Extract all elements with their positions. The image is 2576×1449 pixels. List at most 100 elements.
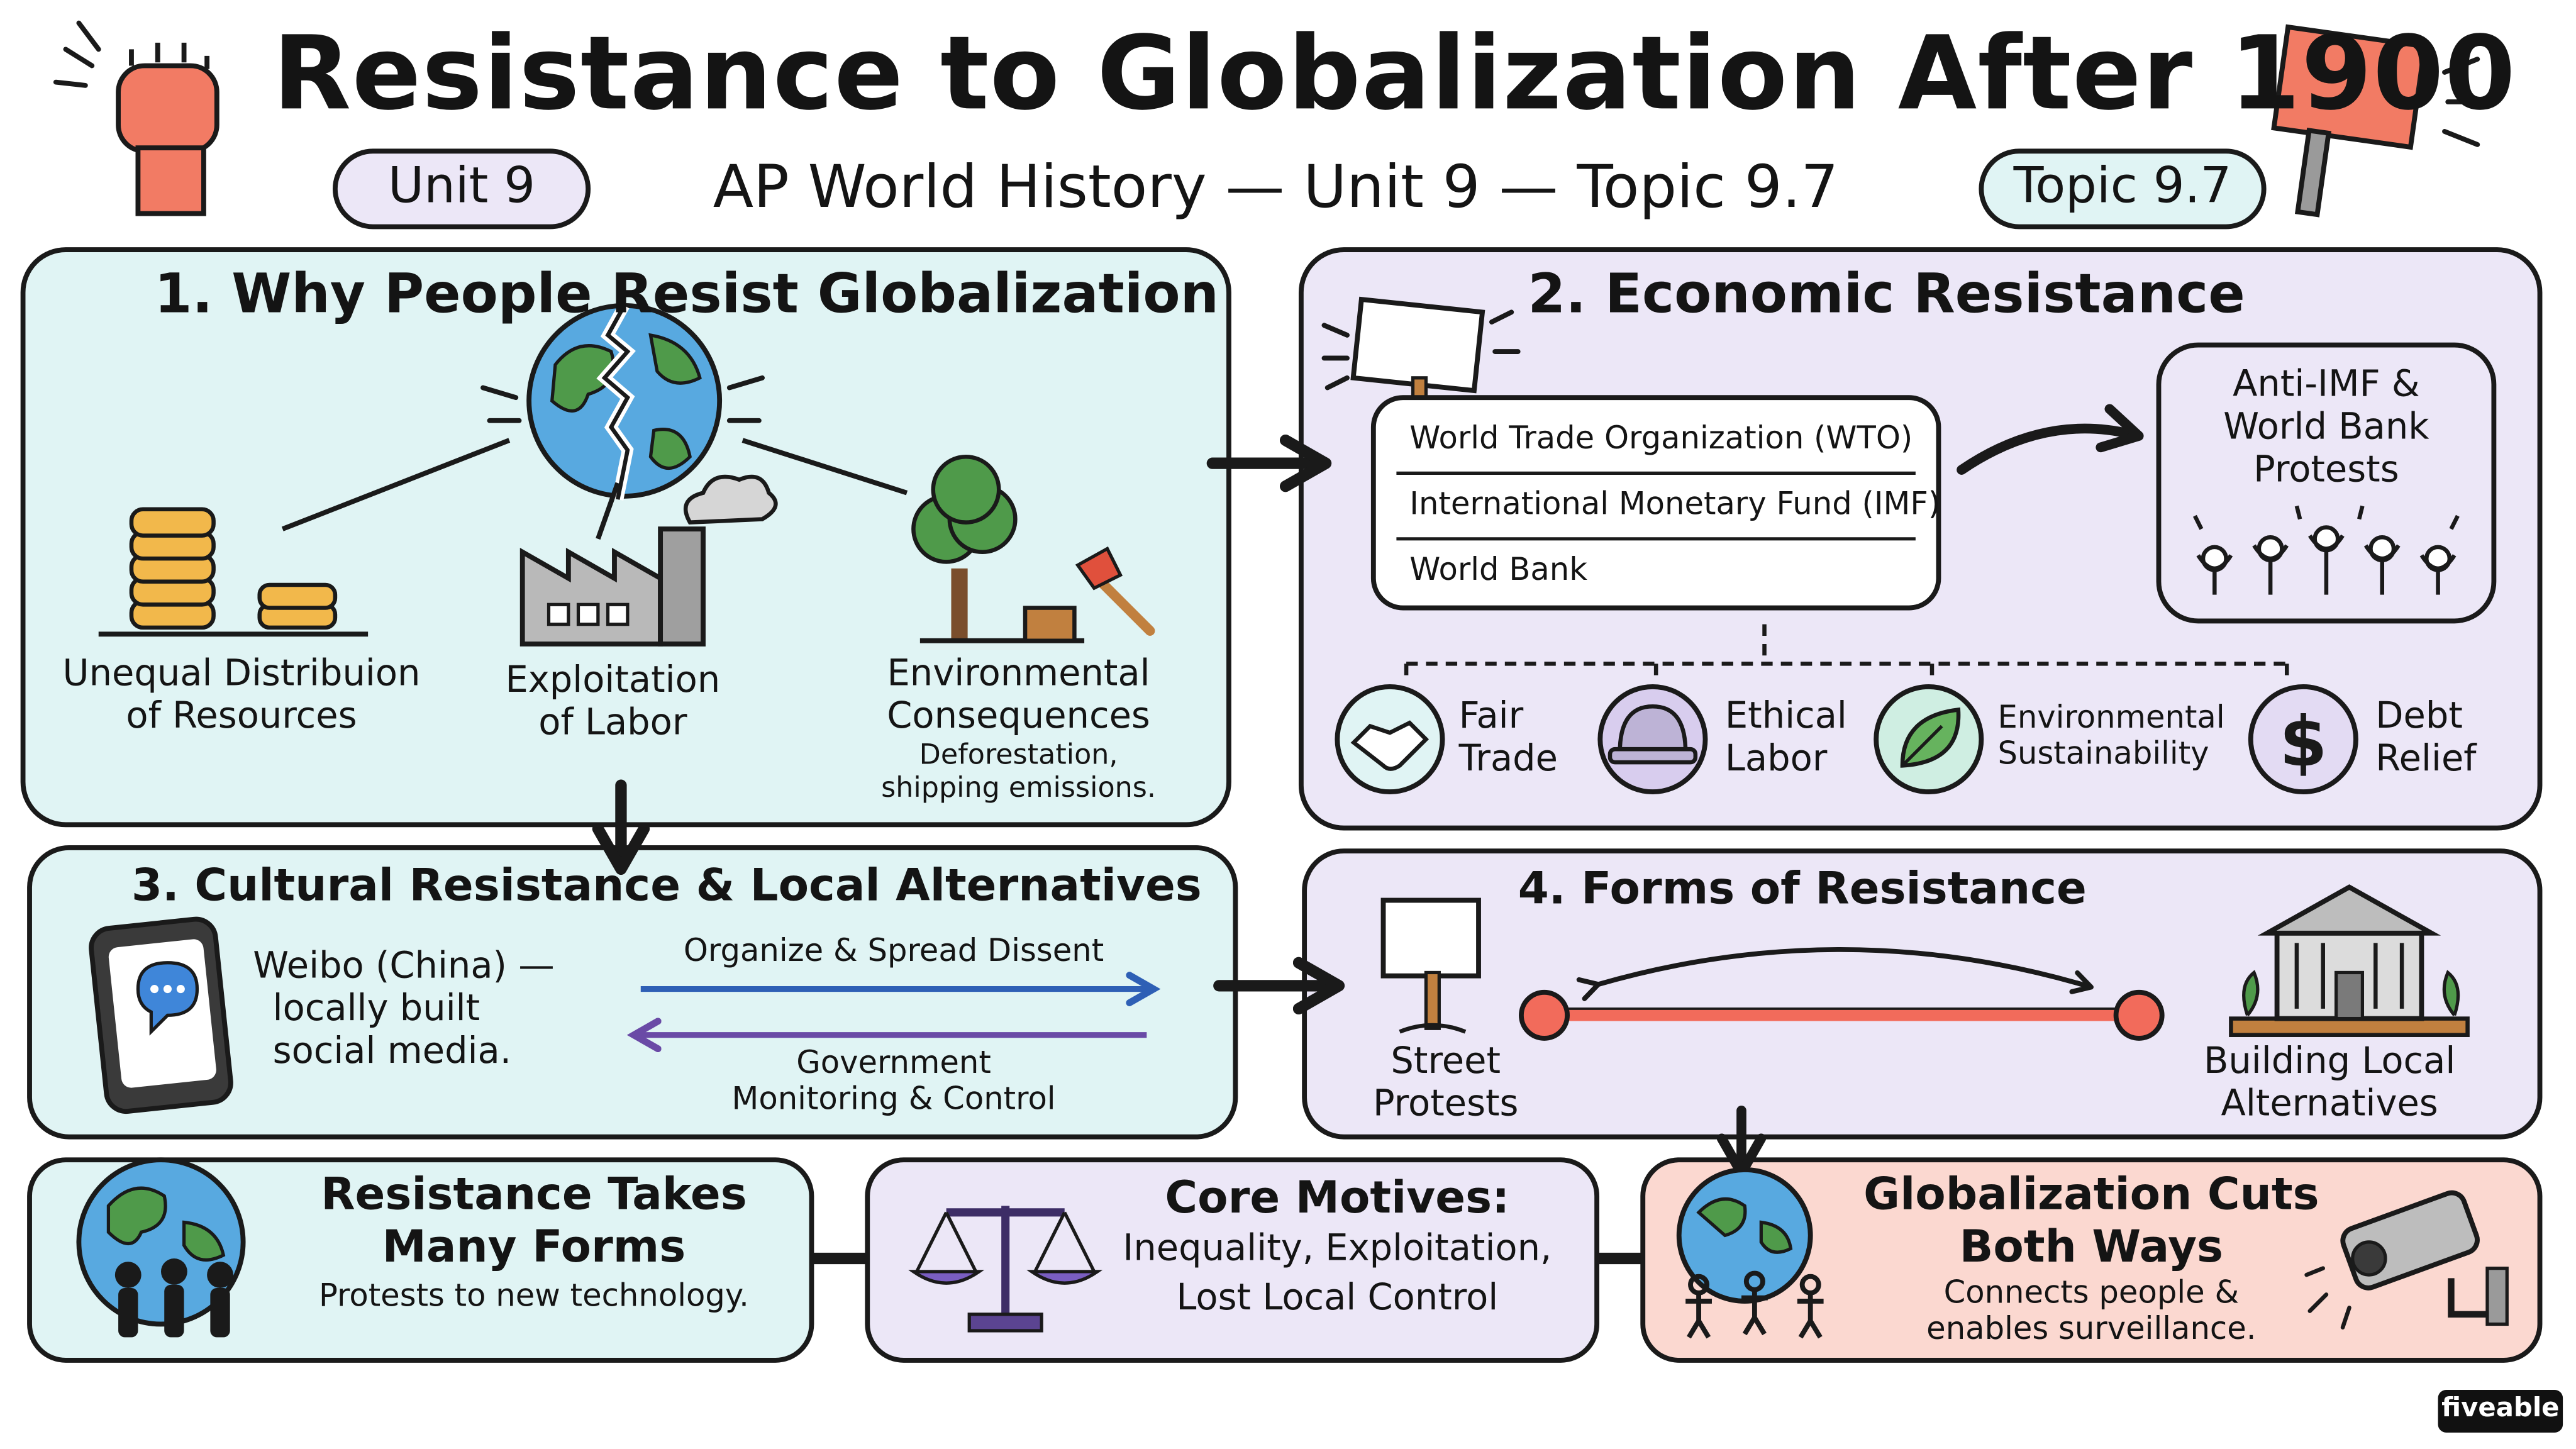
institution-wto: World Trade Organization (WTO) [1409, 420, 1913, 457]
weibo-line1: Weibo (China) — [253, 946, 555, 987]
item-exploitation: Exploitation of Labor [477, 660, 750, 746]
building-local-line2: Alternatives [2221, 1084, 2438, 1126]
alt-ethical-labor-line2: Labor [1724, 739, 1828, 780]
surveillance-camera-icon [2304, 1190, 2509, 1330]
alt-debt-relief-line1: Debt [2375, 696, 2463, 738]
building-local-line1: Building Local [2203, 1041, 2456, 1083]
government-monitoring-line2: Monitoring & Control [731, 1081, 1056, 1118]
summary-cuts-line2: Both Ways [1959, 1222, 2224, 1274]
item-environmental-detail2: shipping emissions. [881, 772, 1157, 805]
coin-stacks-icon [98, 507, 369, 637]
alt-sustainability-line2: Sustainability [1997, 736, 2209, 773]
spectrum-right-knob [2113, 989, 2165, 1041]
item-environmental: Environmental Consequences Deforestation… [854, 654, 1182, 805]
brand-badge-shape [2438, 1389, 2563, 1433]
arrow-institutions-to-protests [1957, 404, 2144, 475]
summary-forms: Resistance Takes Many Forms Protests to … [266, 1170, 802, 1314]
hard-hat-icon [1597, 684, 1708, 795]
raised-fist-icon [53, 20, 219, 216]
organize-dissent-label: Organize & Spread Dissent [683, 933, 1104, 970]
panel1-heading: 1. Why People Resist Globalization [154, 261, 1219, 326]
topic-badge-shape [1979, 148, 2267, 230]
page-subtitle: AP World History — Unit 9 — Topic 9.7 [713, 154, 1839, 222]
leaf-icon [1874, 684, 1984, 795]
protests-label: Anti-IMF & World Bank Protests [2165, 365, 2487, 492]
alt-debt-relief-line2: Relief [2375, 739, 2477, 780]
alt-ethical-labor: Ethical Labor [1725, 697, 1847, 782]
dollar-icon: $ [2248, 684, 2358, 795]
item-exploitation-line2: of Labor [538, 702, 687, 745]
smartphone-chat-icon [89, 916, 233, 1114]
handshake-icon [1335, 684, 1445, 795]
panel1-connector-lines [281, 438, 908, 540]
protests-box [2156, 342, 2497, 624]
alt-fair-trade-line1: Fair [1458, 696, 1524, 738]
alt-fair-trade-line2: Trade [1458, 739, 1558, 780]
summary-cuts-detail2: enables surveillance. [1926, 1311, 2257, 1348]
item-environmental-line1: Environmental [887, 653, 1150, 695]
summary-cuts-detail1: Connects people & [1943, 1274, 2240, 1311]
alt-environmental-sustainability: Environmental Sustainability [1997, 700, 2224, 774]
institutions-dividers [1396, 471, 1916, 541]
factory-icon [519, 474, 778, 647]
scales-of-justice-icon [908, 1206, 1103, 1333]
alternatives-dashed-links [1404, 624, 2289, 680]
item-exploitation-line1: Exploitation [505, 660, 721, 702]
summary-forms-line1: Resistance Takes [321, 1169, 747, 1221]
protester-crowd-icon [2193, 505, 2460, 595]
local-building-icon [2229, 884, 2470, 1037]
street-protest-sign-icon [1380, 897, 1481, 1034]
protest-sign-icon [2271, 24, 2487, 218]
item-unequal-line1: Unequal Distribuion [62, 653, 421, 695]
unit-badge-shape [332, 148, 591, 230]
institution-imf: International Monetary Fund (IMF) [1409, 486, 1941, 523]
item-unequal-line2: of Resources [126, 696, 357, 738]
cracked-globe-icon [480, 303, 765, 501]
globe-connected-people-icon [1676, 1167, 1824, 1339]
summary-cuts: Globalization Cuts Both Ways Connects pe… [1836, 1170, 2346, 1348]
item-unequal-distribution: Unequal Distribuion of Resources [59, 654, 424, 740]
protests-line2: World Bank [2223, 407, 2429, 449]
summary-forms-line2: Many Forms [382, 1222, 686, 1274]
institutions-box [1370, 395, 1941, 611]
panel3-heading: 3. Cultural Resistance & Local Alternati… [131, 860, 1202, 912]
brand-logo: fiveable [2441, 1391, 2560, 1423]
page-title: Resistance to Globalization After 1900 [272, 13, 2516, 133]
item-environmental-detail1: Deforestation, [919, 739, 1118, 772]
alt-sustainability-line1: Environmental [1997, 699, 2225, 736]
svg-text:$: $ [2279, 701, 2327, 782]
building-local-alternatives-label: Building Local Alternatives [2189, 1041, 2471, 1127]
government-monitoring-label: Government Monitoring & Control [641, 1045, 1147, 1118]
globe-people-icon [76, 1157, 246, 1338]
protests-line1: Anti-IMF & [2233, 364, 2420, 406]
alt-ethical-labor-line1: Ethical [1724, 696, 1847, 738]
summary-motives-line1: Inequality, Exploitation, [1123, 1228, 1552, 1270]
summary-forms-detail: Protests to new technology. [318, 1277, 749, 1314]
summary-motives: Core Motives: Inequality, Exploitation, … [1091, 1173, 1584, 1320]
alt-fair-trade: Fair Trade [1459, 697, 1558, 782]
topic-badge: Topic 9.7 [2013, 157, 2232, 216]
protests-line3: Protests [2253, 450, 2399, 491]
unit-badge: Unit 9 [387, 157, 536, 216]
street-protests-line2: Protests [1373, 1084, 1519, 1126]
weibo-example: Weibo (China) — locally built social med… [253, 947, 554, 1074]
summary-motives-line2: Lost Local Control [1176, 1277, 1499, 1319]
panel2-heading: 2. Economic Resistance [1528, 261, 2245, 326]
blank-sign-icon [1321, 296, 1521, 419]
weibo-line3: social media. [272, 1031, 512, 1073]
item-environmental-line2: Consequences [887, 696, 1150, 738]
street-protests-label: Street Protests [1347, 1041, 1544, 1127]
tree-and-axe-icon [911, 454, 1155, 643]
spectrum-double-arrow [1576, 947, 2094, 1001]
weibo-line2: locally built [272, 989, 480, 1030]
institution-world-bank: World Bank [1409, 552, 1587, 589]
alt-debt-relief: Debt Relief [2375, 697, 2476, 782]
government-monitoring-line1: Government [796, 1045, 991, 1081]
summary-cuts-line1: Globalization Cuts [1863, 1169, 2319, 1221]
panel4-heading: 4. Forms of Resistance [1518, 864, 2087, 916]
street-protests-line1: Street [1391, 1041, 1501, 1083]
spectrum-left-knob [1519, 989, 1570, 1041]
summary-motives-title: Core Motives: [1165, 1173, 1510, 1224]
